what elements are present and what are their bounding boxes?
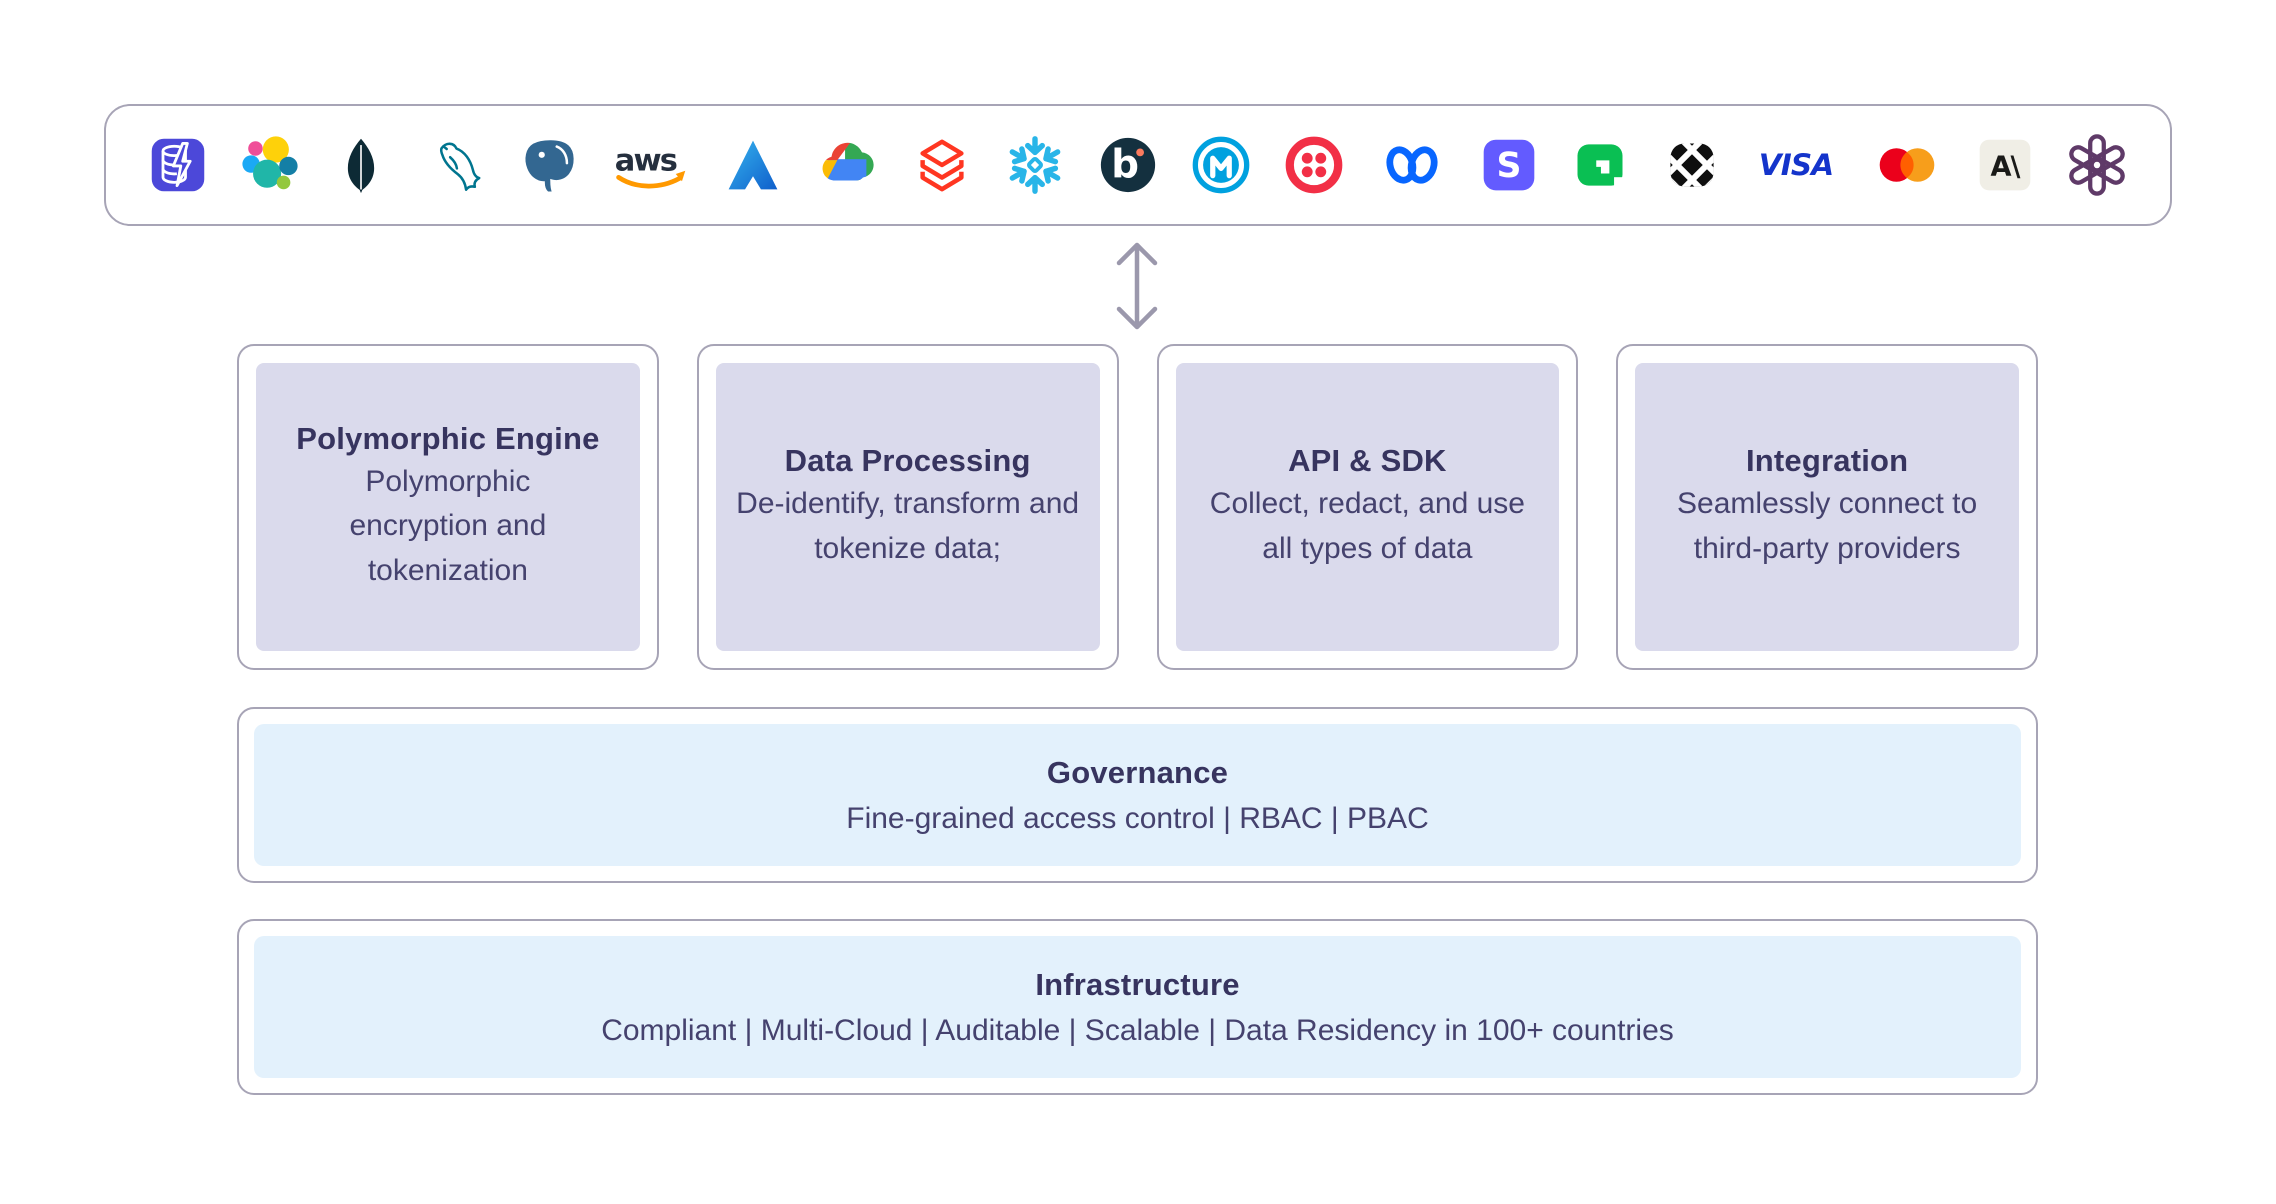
band-title: Infrastructure (1035, 966, 1240, 1002)
card-description: Polymorphic encryption and tokenization (349, 465, 547, 587)
band-infrastructure: Infrastructure Compliant | Multi-Cloud |… (237, 919, 2038, 1095)
mongodb-icon (332, 129, 390, 201)
svg-text:b: b (1111, 143, 1139, 188)
card-description: Collect, redact, and use all types of da… (1209, 487, 1525, 565)
snowflake-icon (1004, 129, 1066, 201)
bidirectional-arrow-icon (1106, 238, 1168, 334)
card-polymorphic-engine: Polymorphic Engine Polymorphic encryptio… (237, 344, 659, 670)
card-data-processing: Data Processing De-identify, transform a… (696, 344, 1119, 670)
band-body: Infrastructure Compliant | Multi-Cloud |… (254, 936, 2021, 1078)
svg-text:aws: aws (615, 144, 677, 179)
svg-text:A\: A\ (1990, 151, 2020, 182)
card-title: Integration (1745, 443, 1909, 479)
svg-text:VISA: VISA (1758, 148, 1832, 182)
google-cloud-icon (814, 129, 880, 201)
card-body: Polymorphic Engine Polymorphic encryptio… (256, 363, 640, 651)
braze-icon: b (1097, 129, 1159, 201)
mulesoft-icon (1190, 129, 1252, 201)
database-icon (148, 129, 208, 201)
mastercard-icon (1870, 129, 1944, 201)
meta-icon (1376, 129, 1448, 201)
mysql-icon (421, 129, 487, 201)
card-description: De-identify, transform and tokenize data… (736, 487, 1080, 565)
plaid-icon (1662, 129, 1722, 201)
card-body: API & SDK Collect, redact, and use all t… (1175, 363, 1560, 651)
band-governance: Governance Fine-grained access control |… (237, 707, 2038, 883)
svg-text:S: S (1497, 146, 1522, 186)
band-title: Governance (1046, 754, 1229, 790)
azure-icon (723, 129, 783, 201)
card-description: Seamlessly connect to third-party provid… (1677, 487, 1978, 565)
databricks-icon (911, 129, 973, 201)
aws-icon: aws (611, 129, 691, 201)
card-api-sdk: API & SDK Collect, redact, and use all t… (1156, 344, 1579, 670)
twilio-icon (1283, 129, 1345, 201)
card-body: Integration Seamlessly connect to third-… (1635, 363, 2019, 651)
card-title: API & SDK (1288, 443, 1447, 479)
band-description: Fine-grained access control | RBAC | PBA… (846, 801, 1429, 835)
feature-cards-row: Polymorphic Engine Polymorphic encryptio… (237, 344, 2038, 670)
integrations-logo-bar: aws (104, 104, 2172, 226)
card-title: Polymorphic Engine (296, 421, 600, 457)
postgresql-icon (518, 129, 580, 201)
band-description: Compliant | Multi-Cloud | Auditable | Sc… (601, 1013, 1674, 1047)
anthropic-icon: A\ (1975, 129, 2035, 201)
card-body: Data Processing De-identify, transform a… (715, 363, 1100, 651)
stripe-icon: S (1479, 129, 1539, 201)
card-title: Data Processing (784, 443, 1031, 479)
adyen-icon (1570, 129, 1630, 201)
elastic-icon (239, 129, 301, 201)
card-integration: Integration Seamlessly connect to third-… (1616, 344, 2038, 670)
visa-icon: VISA (1753, 129, 1839, 201)
openai-icon (2066, 129, 2128, 201)
band-body: Governance Fine-grained access control |… (254, 724, 2021, 866)
